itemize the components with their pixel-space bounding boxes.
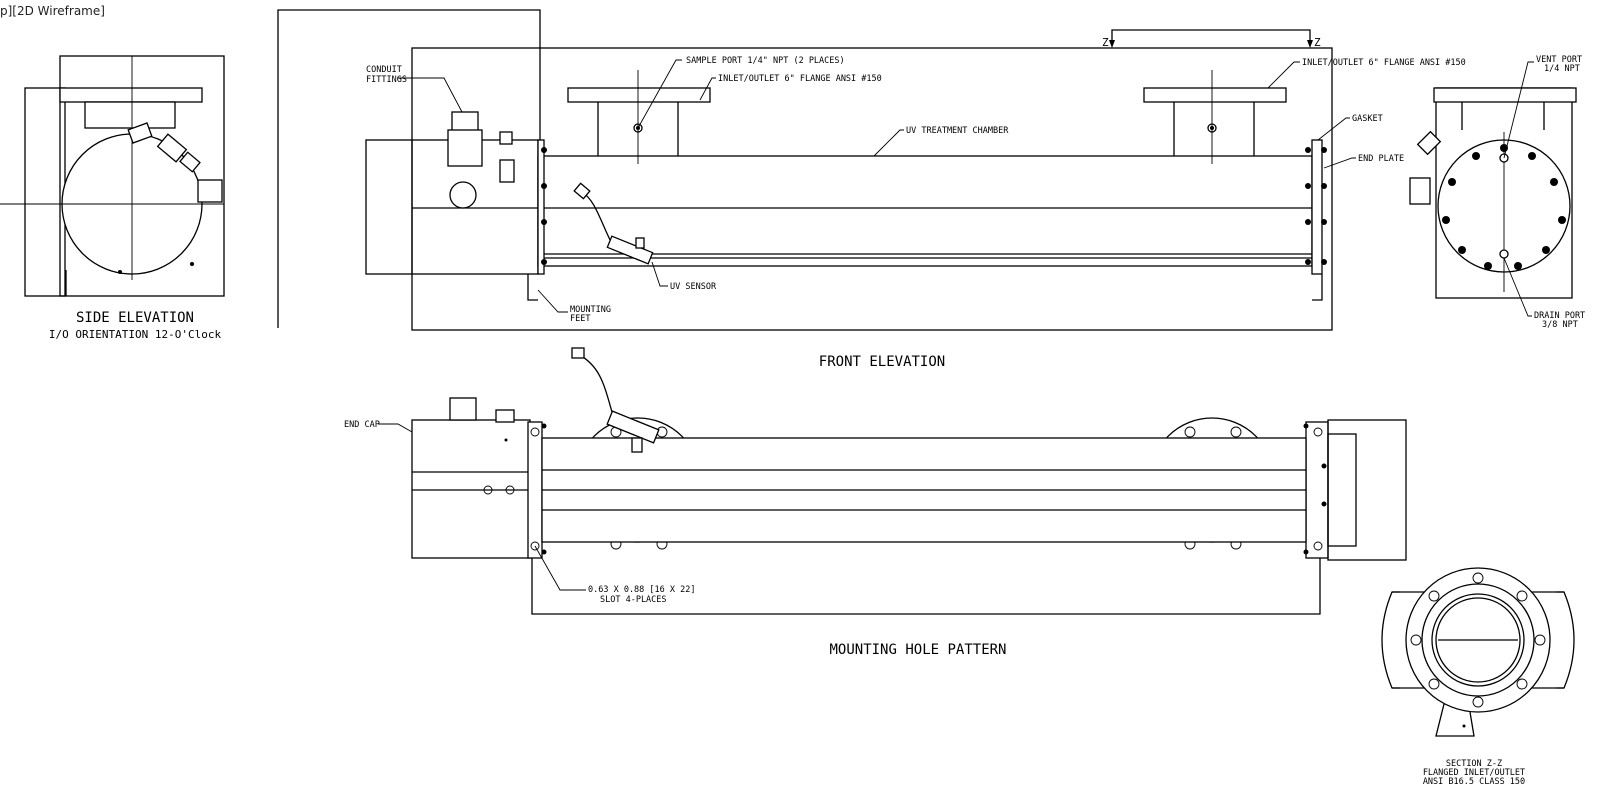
section-left-wall (1381, 591, 1400, 689)
section-drain-tab (1435, 703, 1475, 737)
callout-gasket: GASKET (1352, 114, 1383, 124)
callout-uv-sensor: UV SENSOR (670, 282, 717, 292)
top-bolt-holes (530, 427, 1323, 551)
side-flange-neck (84, 101, 176, 129)
flange-right-neck (1173, 102, 1255, 156)
section-title-1: SECTION Z-Z (1446, 759, 1502, 769)
side-elevation-title: SIDE ELEVATION (76, 310, 194, 326)
callout-uv-chamber: UV TREATMENT CHAMBER (906, 126, 1009, 136)
side-elevation-view: SIDE ELEVATION I/O ORIENTATION 12-O'Cloc… (0, 55, 225, 341)
z-left-label: Z (1102, 36, 1109, 49)
top-end-cap (411, 419, 531, 559)
section-zz-view: SECTION Z-Z FLANGED INLET/OUTLET ANSI B1… (1381, 567, 1575, 787)
side-outline-box (59, 55, 225, 297)
front-elevation-title: FRONT ELEVATION (819, 354, 945, 370)
end-plate-bolts (1442, 144, 1566, 270)
flange-left-neck (597, 102, 679, 156)
callout-drain-2: 3/8 NPT (1542, 320, 1578, 330)
section-title-3: ANSI B16.5 CLASS 150 (1423, 777, 1525, 787)
top-end-plate-left (527, 421, 543, 559)
section-right-wall (1556, 591, 1575, 689)
side-conduit-fittings (127, 122, 223, 203)
callout-slot-1: 0.63 X 0.88 [16 X 22] (588, 585, 695, 595)
flange-right (1143, 87, 1287, 103)
callout-inlet-outlet-a: INLET/OUTLET 6" FLANGE ANSI #150 (718, 74, 882, 84)
mounting-hole-pattern-title: MOUNTING HOLE PATTERN (829, 642, 1006, 658)
end-view: VENT PORT 1/4 NPT DRAIN PORT 3/8 NPT (1409, 55, 1585, 330)
mounting-foot-left (527, 274, 538, 301)
sample-port-leader (637, 59, 682, 129)
callout-conduit-1: CONDUIT (366, 65, 402, 75)
section-cut-line (1111, 29, 1311, 42)
top-conduit-fitting (449, 397, 477, 421)
top-uv-sensor-cable (577, 353, 613, 413)
conduit-round-port (449, 181, 477, 209)
callout-sample-port: SAMPLE PORT 1/4" NPT (2 PLACES) (686, 56, 845, 66)
end-view-conduit (1409, 177, 1431, 205)
uv-sensor-body (606, 235, 654, 265)
section-bolt-holes (1410, 572, 1546, 708)
end-view-flange (1433, 87, 1577, 103)
flange-left (567, 87, 711, 103)
conduit-fitting-top (451, 111, 479, 133)
conduit-fitting-body (447, 129, 483, 167)
callout-vent-1: VENT PORT (1536, 55, 1582, 65)
callout-slot-2: SLOT 4-PLACES (600, 595, 667, 605)
side-top-flange (59, 87, 203, 103)
conduit-leader (398, 77, 463, 113)
callout-conduit-2: FITTINGS (366, 75, 407, 85)
callout-inlet-outlet-b: INLET/OUTLET 6" FLANGE ANSI #150 (1302, 58, 1466, 68)
callout-drain-1: DRAIN PORT (1534, 311, 1585, 321)
uv-chamber-body (537, 155, 1313, 267)
end-plate-right (1311, 139, 1323, 275)
end-plate-left (537, 139, 545, 275)
top-mounting-outline (531, 558, 1321, 615)
viewport-label: p][2D Wireframe] (0, 4, 105, 18)
top-uv-sensor-body (606, 410, 660, 444)
view-frame-line (277, 9, 541, 328)
callout-mounting-2: FEET (570, 314, 590, 324)
front-elevation-view: Z Z (365, 29, 1466, 370)
mounting-hole-pattern-view: END CAP 0.63 X 0.88 [16 X 22] SLOT 4-PLA… (344, 347, 1407, 658)
callout-end-plate: END PLATE (1358, 154, 1404, 164)
top-end-plate-right (1305, 421, 1329, 559)
callout-end-cap: END CAP (344, 420, 380, 430)
uv-sensor-cable (581, 191, 613, 245)
callout-mounting-1: MOUNTING (570, 305, 611, 315)
callout-vent-2: 1/4 NPT (1544, 64, 1580, 74)
section-title-2: FLANGED INLET/OUTLET (1423, 768, 1525, 778)
top-right-flange-box (1327, 419, 1407, 561)
side-base-box (24, 87, 66, 297)
side-conduit-box (197, 179, 223, 203)
side-elevation-subtitle: I/O ORIENTATION 12-O'Clock (49, 328, 222, 341)
z-right-label: Z (1314, 36, 1321, 49)
mounting-foot-right (1312, 274, 1323, 301)
